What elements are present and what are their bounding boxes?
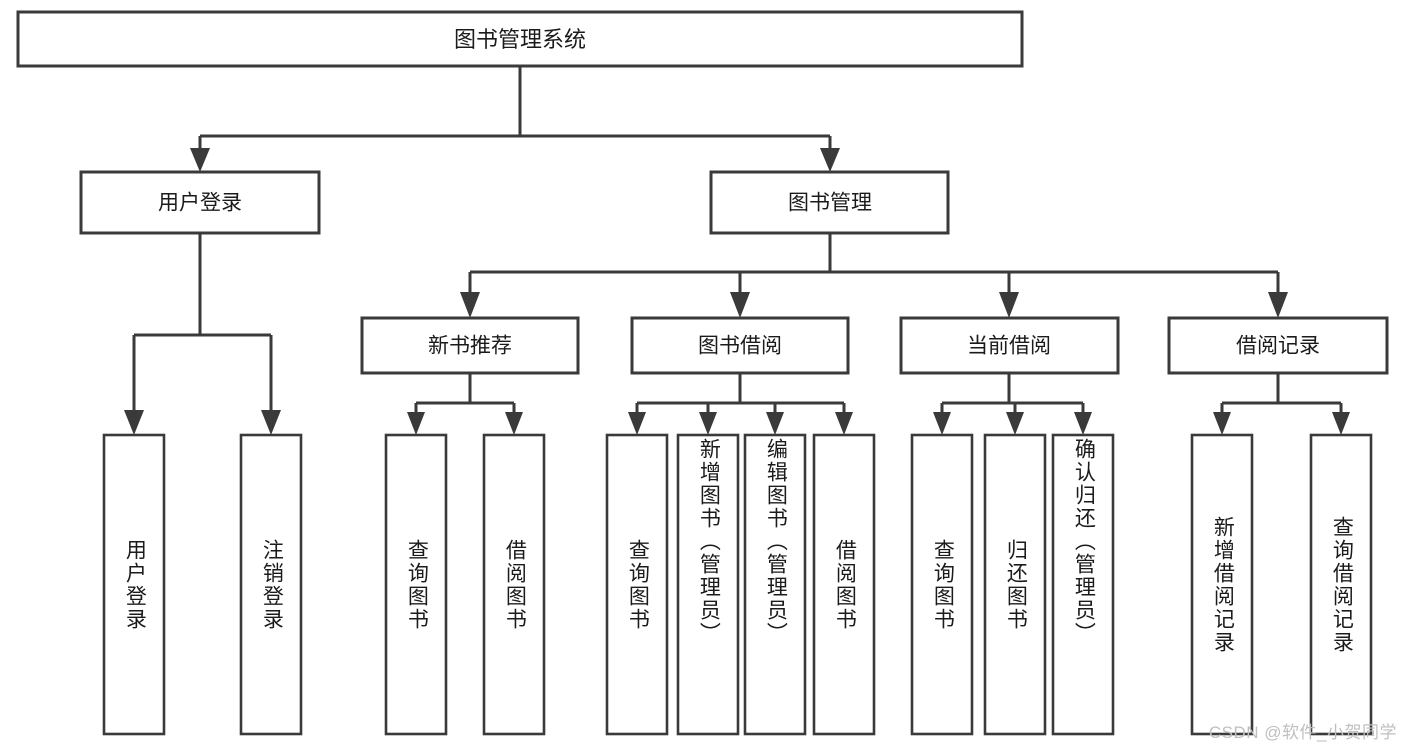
arrow-current-borrow-to-leaf-return-book: [1006, 412, 1024, 435]
arrow-user-login-to-leaf-user-logout: [261, 410, 281, 435]
node-user-login-box[interactable]: [79, 170, 321, 235]
arrow-current-borrow-to-leaf-query-book: [933, 412, 951, 435]
node-current-borrow-label: 当前借阅: [967, 335, 1051, 358]
leaf-box-confirm-return[interactable]: [1051, 433, 1115, 736]
arrow-book-borrow-to-leaf-borrow-book: [835, 412, 853, 435]
watermark-text: CSDN @软件_小贺同学: [1208, 723, 1397, 742]
node-current-borrow-box[interactable]: [899, 316, 1120, 375]
connector-layer: [124, 66, 1350, 435]
arrow-new-book-rec-to-leaf-borrow-book: [505, 412, 523, 435]
arrow-new-book-rec-to-leaf-query-book: [407, 412, 425, 435]
node-current-borrow[interactable]: 当前借阅: [899, 316, 1120, 375]
node-borrow-record-label: 借阅记录: [1236, 335, 1320, 358]
leaf-box-borrow-book-1[interactable]: [482, 433, 546, 736]
node-new-book-rec-box[interactable]: [360, 316, 580, 375]
node-book-borrow-label: 图书借阅: [698, 335, 782, 358]
leaf-box-borrow-book-2[interactable]: [812, 433, 876, 736]
leaf-box-user-logout[interactable]: [239, 433, 303, 736]
arrow-user-login-to-leaf-user-login: [124, 410, 144, 435]
node-new-book-rec-label: 新书推荐: [428, 335, 512, 358]
leaf-box-add-record[interactable]: [1190, 433, 1254, 736]
node-book-borrow-box[interactable]: [630, 316, 850, 375]
leaf-box-query-book-2[interactable]: [605, 433, 669, 736]
edge-new-book-rec-bus: [414, 373, 516, 415]
leaf-layer: [102, 433, 1373, 736]
arrow-borrow-record-to-leaf-add-record: [1213, 412, 1231, 435]
leaf-box-query-book-1[interactable]: [384, 433, 448, 736]
arrow-book-manage-to-new-book-rec: [460, 292, 480, 318]
leaf-box-add-book[interactable]: [676, 433, 740, 736]
node-new-book-rec[interactable]: 新书推荐: [360, 316, 580, 375]
edge-book-borrow-bus: [635, 373, 846, 415]
leaf-box-user-login[interactable]: [102, 433, 166, 736]
arrow-book-manage-to-current-borrow: [999, 292, 1019, 318]
edge-user-login-bus: [132, 233, 273, 415]
node-root[interactable]: 图书管理系统: [16, 10, 1024, 68]
node-root-box[interactable]: [16, 10, 1024, 68]
arrow-root-to-book-manage: [820, 148, 840, 172]
arrow-book-borrow-to-leaf-query-book: [628, 412, 646, 435]
edge-book-manage-bus: [468, 233, 1280, 292]
node-book-manage-box[interactable]: [709, 170, 950, 235]
node-user-login-label: 用户登录: [158, 192, 242, 215]
leaf-box-edit-book[interactable]: [743, 433, 807, 736]
leaf-box-return-book[interactable]: [983, 433, 1047, 736]
leaf-box-query-book-3[interactable]: [910, 433, 974, 736]
arrow-book-borrow-to-leaf-add-book: [699, 412, 717, 435]
node-user-login[interactable]: 用户登录: [79, 170, 321, 235]
node-book-manage[interactable]: 图书管理: [709, 170, 950, 235]
edge-root-bus: [198, 66, 832, 155]
arrow-borrow-record-to-leaf-query-record: [1332, 412, 1350, 435]
arrow-book-borrow-to-leaf-edit-book: [766, 412, 784, 435]
arrow-current-borrow-to-leaf-confirm-return: [1074, 412, 1092, 435]
node-book-manage-label: 图书管理: [788, 192, 872, 215]
arrow-book-manage-to-borrow-record: [1268, 292, 1288, 318]
node-root-label: 图书管理系统: [454, 27, 586, 52]
node-borrow-record-box[interactable]: [1167, 316, 1389, 375]
edge-current-borrow-bus: [940, 373, 1085, 415]
arrow-book-manage-to-book-borrow: [730, 292, 750, 318]
node-borrow-record[interactable]: 借阅记录: [1167, 316, 1389, 375]
leaf-box-query-record[interactable]: [1309, 433, 1373, 736]
arrow-root-to-user-login: [190, 148, 210, 172]
node-book-borrow[interactable]: 图书借阅: [630, 316, 850, 375]
edge-borrow-record-bus: [1220, 373, 1343, 415]
